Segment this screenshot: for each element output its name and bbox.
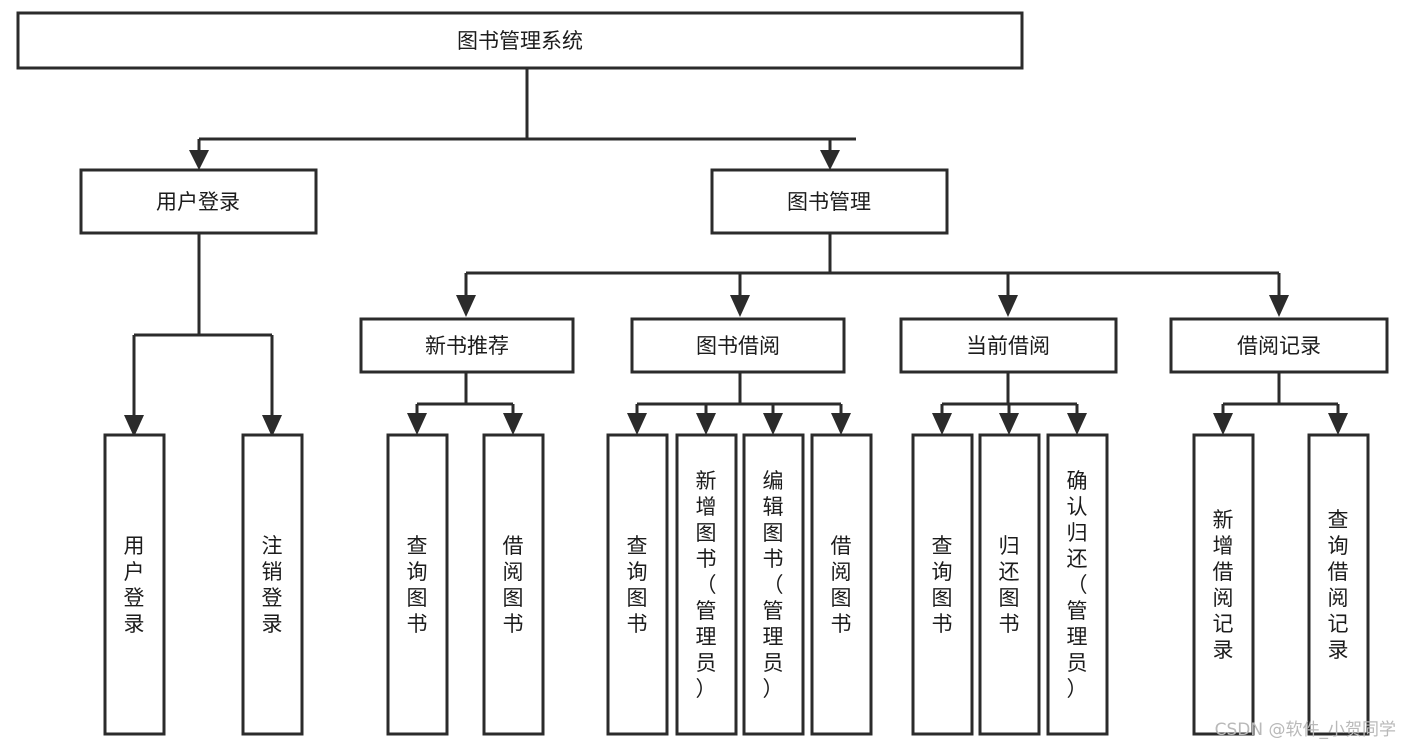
node-bb-borrow-book-label: 借阅图书 <box>831 534 852 636</box>
node-nbr-borrow-book[interactable]: 借阅图书 <box>482 433 545 736</box>
node-current-borrow-box[interactable] <box>899 317 1118 374</box>
node-br-query-record-box[interactable] <box>1307 433 1370 736</box>
arrow-to-user-login-leaf <box>124 415 144 437</box>
node-cb-query-book-box[interactable] <box>911 433 974 736</box>
node-root[interactable]: 图书管理系统 <box>16 11 1024 70</box>
node-book-manage[interactable]: 图书管理 <box>710 168 949 235</box>
node-book-manage-label: 图书管理 <box>787 190 871 214</box>
node-br-add-record[interactable]: 新增借阅记录 <box>1192 433 1255 736</box>
node-cb-query-book[interactable]: 查询图书 <box>911 433 974 736</box>
connector-layer <box>124 68 1348 437</box>
node-nbr-query-book[interactable]: 查询图书 <box>386 433 449 736</box>
node-bb-add-book-box[interactable] <box>675 433 738 736</box>
node-book-borrow-label: 图书借阅 <box>696 334 780 358</box>
arrow-to-br-add-record <box>1213 413 1233 435</box>
node-user-logout-leaf[interactable]: 注销登录 <box>241 433 304 736</box>
arrow-to-book-manage <box>820 150 840 170</box>
node-bb-query-book-label: 查询图书 <box>627 534 648 636</box>
arrow-to-br-query-record <box>1328 413 1348 435</box>
node-borrow-record-label: 借阅记录 <box>1237 334 1321 358</box>
node-user-login-box[interactable] <box>79 168 318 235</box>
node-cb-return-book-box[interactable] <box>978 433 1041 736</box>
arrow-to-bb-query-book <box>627 413 647 435</box>
arrow-to-user-login <box>189 150 209 170</box>
node-current-borrow-label: 当前借阅 <box>966 334 1050 358</box>
node-user-logout-leaf-label: 注销登录 <box>262 534 283 636</box>
node-bb-query-book-box[interactable] <box>606 433 669 736</box>
node-user-login-leaf-label: 用户登录 <box>124 534 145 636</box>
node-new-book-rec-label: 新书推荐 <box>425 334 509 358</box>
node-bb-borrow-book-box[interactable] <box>810 433 873 736</box>
arrow-to-nbr-borrow-book <box>503 413 523 435</box>
arrow-to-cb-query-book <box>932 413 952 435</box>
node-bb-add-book-label: 新增图书（管理员） <box>696 469 717 701</box>
arrow-to-cb-return-book <box>999 413 1019 435</box>
node-nbr-borrow-book-label: 借阅图书 <box>503 534 524 636</box>
arrow-to-bb-add-book <box>696 413 716 435</box>
arrow-to-book-borrow <box>730 295 750 317</box>
node-root-box[interactable] <box>16 11 1024 70</box>
node-root-label: 图书管理系统 <box>457 29 583 53</box>
node-nbr-query-book-label: 查询图书 <box>407 534 428 636</box>
arrow-to-current-borrow <box>998 295 1018 317</box>
node-cb-confirm-return-box[interactable] <box>1046 433 1109 736</box>
node-br-add-record-label: 新增借阅记录 <box>1213 508 1234 662</box>
node-bb-edit-book-label: 编辑图书（管理员） <box>763 469 784 701</box>
node-current-borrow[interactable]: 当前借阅 <box>899 317 1118 374</box>
node-cb-return-book-label: 归还图书 <box>999 534 1020 636</box>
node-user-login-leaf-box[interactable] <box>103 433 166 736</box>
node-book-manage-box[interactable] <box>710 168 949 235</box>
node-new-book-rec-box[interactable] <box>359 317 575 374</box>
node-user-login-leaf[interactable]: 用户登录 <box>103 433 166 736</box>
arrow-to-new-book-rec <box>456 295 476 317</box>
arrow-to-borrow-record <box>1269 295 1289 317</box>
node-cb-confirm-return-label: 确认归还（管理员） <box>1067 469 1088 701</box>
node-cb-confirm-return[interactable]: 确认归还（管理员） <box>1046 433 1109 736</box>
node-nbr-borrow-book-box[interactable] <box>482 433 545 736</box>
node-user-logout-leaf-box[interactable] <box>241 433 304 736</box>
node-br-query-record-label: 查询借阅记录 <box>1328 508 1349 662</box>
node-cb-query-book-label: 查询图书 <box>932 534 953 636</box>
node-new-book-rec[interactable]: 新书推荐 <box>359 317 575 374</box>
arrow-to-nbr-query-book <box>407 413 427 435</box>
node-borrow-record[interactable]: 借阅记录 <box>1169 317 1389 374</box>
node-bb-query-book[interactable]: 查询图书 <box>606 433 669 736</box>
arrow-to-bb-edit-book <box>763 413 783 435</box>
watermark-label: CSDN @软件_小贺同学 <box>1215 720 1396 740</box>
node-user-login[interactable]: 用户登录 <box>79 168 318 235</box>
node-br-query-record[interactable]: 查询借阅记录 <box>1307 433 1370 736</box>
node-nbr-query-book-box[interactable] <box>386 433 449 736</box>
node-cb-return-book[interactable]: 归还图书 <box>978 433 1041 736</box>
arrow-to-cb-confirm-return <box>1067 413 1087 435</box>
node-bb-add-book[interactable]: 新增图书（管理员） <box>675 433 738 736</box>
node-bb-edit-book[interactable]: 编辑图书（管理员） <box>742 433 805 736</box>
node-bb-borrow-book[interactable]: 借阅图书 <box>810 433 873 736</box>
node-bb-edit-book-box[interactable] <box>742 433 805 736</box>
arrow-to-bb-borrow-book <box>831 413 851 435</box>
arrow-to-user-logout-leaf <box>262 415 282 437</box>
node-br-add-record-box[interactable] <box>1192 433 1255 736</box>
node-user-login-label: 用户登录 <box>156 190 240 214</box>
node-book-borrow-box[interactable] <box>630 317 846 374</box>
node-book-borrow[interactable]: 图书借阅 <box>630 317 846 374</box>
node-borrow-record-box[interactable] <box>1169 317 1389 374</box>
